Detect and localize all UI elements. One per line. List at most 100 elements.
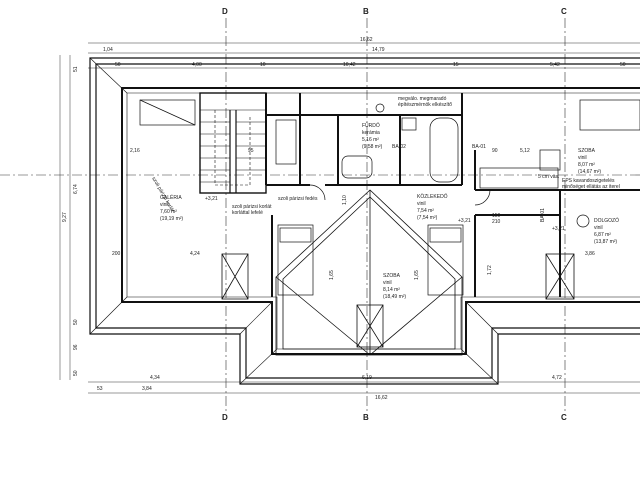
dim-left-50-top: 50 <box>73 319 79 325</box>
svg-text:SZOBA: SZOBA <box>578 148 596 154</box>
svg-text:DOLGOZÓ: DOLGOZÓ <box>594 217 619 224</box>
axis-label-c-top: C <box>561 7 567 16</box>
dim-top-left-offset: 1,04 <box>103 47 113 53</box>
label-ba01a: BA-01 <box>472 144 486 150</box>
room-szoba-right: SZOBA vinil 8,07 m² (14,67 m²) <box>578 148 601 175</box>
axis-label-d-bottom: D <box>222 413 228 422</box>
room-galeria: GALÉRIA vinil 7,60 m² (19,19 m²) <box>160 194 183 222</box>
furniture <box>139 99 640 296</box>
room-szoba-center: SZOBA vinil 8,14 m² (18,49 m²) <box>383 273 406 300</box>
toilet <box>401 117 417 131</box>
svg-text:KÖZLEKEDŐ: KÖZLEKEDŐ <box>417 193 448 200</box>
office-chair <box>576 214 590 228</box>
door-swing-szoba <box>474 189 491 206</box>
dimension-lines <box>59 42 640 394</box>
skylight-left <box>221 253 249 300</box>
svg-text:1,10: 1,10 <box>342 195 348 205</box>
label-ba01b: BA-01 <box>540 208 546 222</box>
skylights <box>221 253 575 348</box>
bed-right <box>427 224 464 296</box>
dim-bottom-384: 3,84 <box>142 386 152 392</box>
dim-top-15: 15 <box>453 62 459 68</box>
desk-szoba <box>479 167 559 189</box>
svg-text:(9,58 m²): (9,58 m²) <box>362 144 383 150</box>
note-korlattal: korláttal lefelé <box>232 210 263 216</box>
dim-top-1042: 10,42 <box>343 62 356 68</box>
svg-text:GALÉRIA: GALÉRIA <box>160 194 182 201</box>
svg-text:FÜRDŐ: FÜRDŐ <box>362 122 380 129</box>
svg-text:(19,19 m²): (19,19 m²) <box>160 216 183 222</box>
dimension-texts: 16,62 1,04 14,79 50 4,00 10 10,42 15 5,4… <box>62 37 626 401</box>
svg-text:vinil: vinil <box>578 155 587 161</box>
dim-top-10a: 10 <box>260 62 266 68</box>
staircase <box>199 92 267 194</box>
svg-text:8,07 m²: 8,07 m² <box>578 162 595 168</box>
svg-text:6,87 m²: 6,87 m² <box>594 232 611 238</box>
svg-text:1,65: 1,65 <box>329 270 335 280</box>
bed-left <box>277 224 314 296</box>
svg-text:8,14 m²: 8,14 m² <box>383 287 400 293</box>
svg-text:7,54 m²: 7,54 m² <box>417 208 434 214</box>
note-szoli-korlat-2: szoli párizsi korlát <box>232 204 272 210</box>
axis-label-b-bottom: B <box>363 413 369 422</box>
bathtub <box>429 117 459 183</box>
dim-bottom-434: 4,34 <box>150 375 160 381</box>
svg-text:vinil: vinil <box>594 225 603 231</box>
galeria-sofa <box>139 99 196 126</box>
svg-text:90: 90 <box>492 148 498 154</box>
bed-szoba-right <box>579 99 640 131</box>
room-furdo: FÜRDŐ kerámia 5,16 m² (9,58 m²) <box>362 122 383 150</box>
dim-top-50-left: 50 <box>115 62 121 68</box>
bathroom-sink <box>341 155 373 179</box>
svg-text:(14,67 m²): (14,67 m²) <box>578 169 601 175</box>
shower <box>275 119 297 165</box>
svg-text:1,72: 1,72 <box>487 265 493 275</box>
svg-text:kerámia: kerámia <box>362 130 380 136</box>
grid-axes <box>0 18 640 412</box>
svg-text:200: 200 <box>112 251 121 257</box>
svg-text:150: 150 <box>492 213 501 219</box>
svg-text:+3,21: +3,21 <box>552 226 565 232</box>
dim-top-overall: 16,62 <box>360 37 373 43</box>
washbasin-round <box>375 103 385 113</box>
dim-left-674: 6,74 <box>73 184 79 194</box>
svg-text:+3,21: +3,21 <box>458 218 471 224</box>
svg-text:+3,21: +3,21 <box>205 196 218 202</box>
dormer-roof <box>275 189 463 356</box>
svg-text:5,16 m²: 5,16 m² <box>362 137 379 143</box>
dim-bottom-472: 4,72 <box>552 375 562 381</box>
note-eps: EPS kavandoszigetelés <box>562 178 615 184</box>
svg-text:(18,49 m²): (18,49 m²) <box>383 294 406 300</box>
svg-text:vinil: vinil <box>383 280 392 286</box>
room-labels: FÜRDŐ kerámia 5,16 m² (9,58 m²) GALÉRIA … <box>160 122 619 300</box>
dim-top-400: 4,00 <box>192 62 202 68</box>
axis-label-b-top: B <box>363 7 369 16</box>
interior-walls <box>265 93 640 297</box>
dim-bottom-overall: 16,62 <box>375 395 388 401</box>
inner-dimensions: 2,16 95 90 5,12 4,24 3,86 1,72 1,65 1,65… <box>112 148 595 280</box>
svg-text:vinil: vinil <box>160 202 169 208</box>
door-swing <box>309 184 326 201</box>
svg-text:5,12: 5,12 <box>520 148 530 154</box>
axis-labels: D B C D B C <box>222 7 567 422</box>
svg-text:SZOBA: SZOBA <box>383 273 401 279</box>
dim-left-96: 96 <box>73 344 79 350</box>
dim-top-inner-width: 14,79 <box>372 47 385 53</box>
svg-text:4,24: 4,24 <box>190 251 200 257</box>
wardrobe <box>539 149 561 171</box>
note-szoli-fedes: szoli párizsi fedés <box>278 196 318 202</box>
svg-text:(13,87 m²): (13,87 m²) <box>594 239 617 245</box>
dim-top-50-right: 50 <box>620 62 626 68</box>
svg-text:(7,54 m²): (7,54 m²) <box>417 215 438 221</box>
dim-left-51: 51 <box>73 66 79 72</box>
label-ba02: BA-02 <box>392 144 406 150</box>
skylight-right <box>545 253 575 300</box>
svg-text:95: 95 <box>248 148 254 154</box>
svg-text:210: 210 <box>492 219 501 225</box>
axis-label-c-bottom: C <box>561 413 567 422</box>
svg-text:vinil: vinil <box>417 201 426 207</box>
svg-text:7,60 m²: 7,60 m² <box>160 209 177 215</box>
dim-left-927: 9,27 <box>62 212 68 222</box>
svg-text:3,86: 3,86 <box>585 251 595 257</box>
